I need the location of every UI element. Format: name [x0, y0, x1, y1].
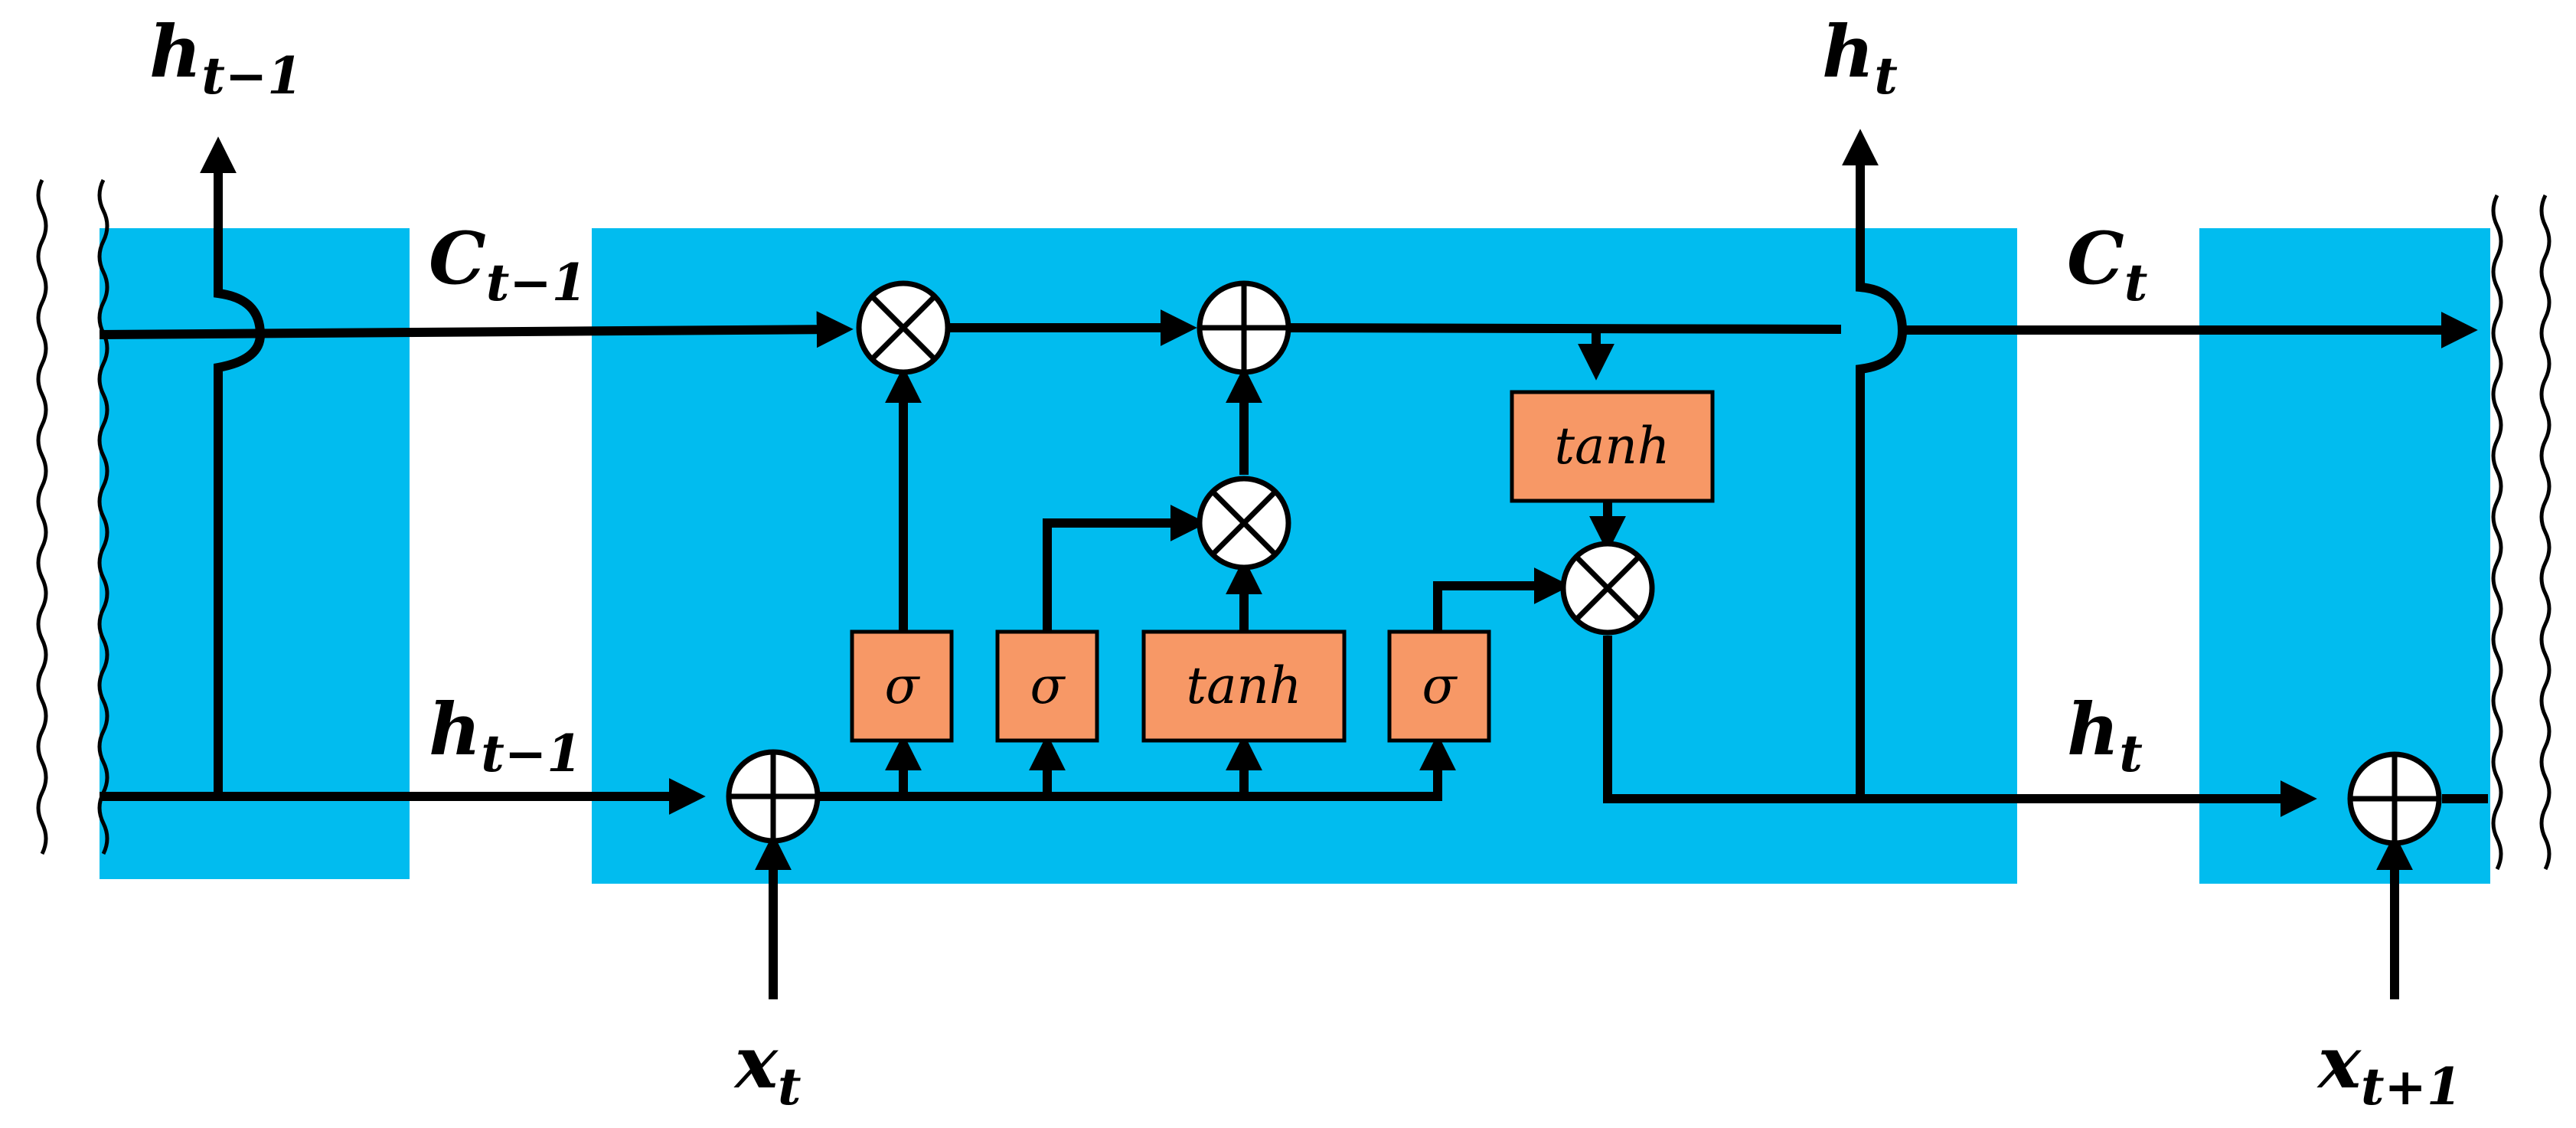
forget-gate-label: σ	[884, 656, 920, 715]
x-next-label: xt+1	[2316, 1021, 2462, 1117]
output-gate-label: σ	[1422, 656, 1458, 715]
connections	[99, 129, 2488, 999]
h-prev-top-label: ht−1	[149, 10, 302, 106]
input-gate: σ	[995, 629, 1099, 743]
c-prev-label: Ct−1	[429, 217, 587, 312]
h-prev-up-line	[200, 136, 266, 796]
h-t-up-line	[1842, 129, 1908, 799]
gate-input-line	[818, 734, 1456, 801]
output-gate: σ	[1387, 629, 1491, 743]
h-t-top-label: ht	[1822, 10, 1898, 106]
input-to-mul-line	[1043, 505, 1207, 632]
c-t-line	[1278, 323, 1842, 334]
h-t-mid-label: ht	[2067, 688, 2143, 783]
h-t-line	[1603, 636, 2317, 817]
c-t-label: Ct	[2067, 217, 2147, 312]
left-wave-boundary	[36, 178, 109, 855]
cell-tanh-gate: tanh	[1510, 390, 1715, 503]
multiply-op-output	[1560, 541, 1655, 636]
output-to-mul-line	[1433, 567, 1571, 632]
h-prev-mid-label: ht−1	[429, 688, 582, 783]
candidate-gate-label: tanh	[1187, 656, 1302, 715]
multiply-op-input	[1197, 476, 1291, 571]
add-op-input	[726, 749, 821, 844]
forget-gate: σ	[850, 629, 954, 743]
add-op-next-input	[2347, 751, 2442, 846]
cell-tanh-label: tanh	[1555, 417, 1670, 476]
input-gate-label: σ	[1030, 656, 1066, 715]
prev-cell-background	[100, 228, 410, 879]
add-op-cell	[1197, 280, 1291, 375]
candidate-gate: tanh	[1141, 629, 1347, 743]
c-prev-line	[99, 311, 854, 348]
x-t-label: xt	[733, 1021, 802, 1117]
right-wave-boundary	[2491, 194, 2552, 871]
multiply-op-forget	[856, 280, 951, 375]
